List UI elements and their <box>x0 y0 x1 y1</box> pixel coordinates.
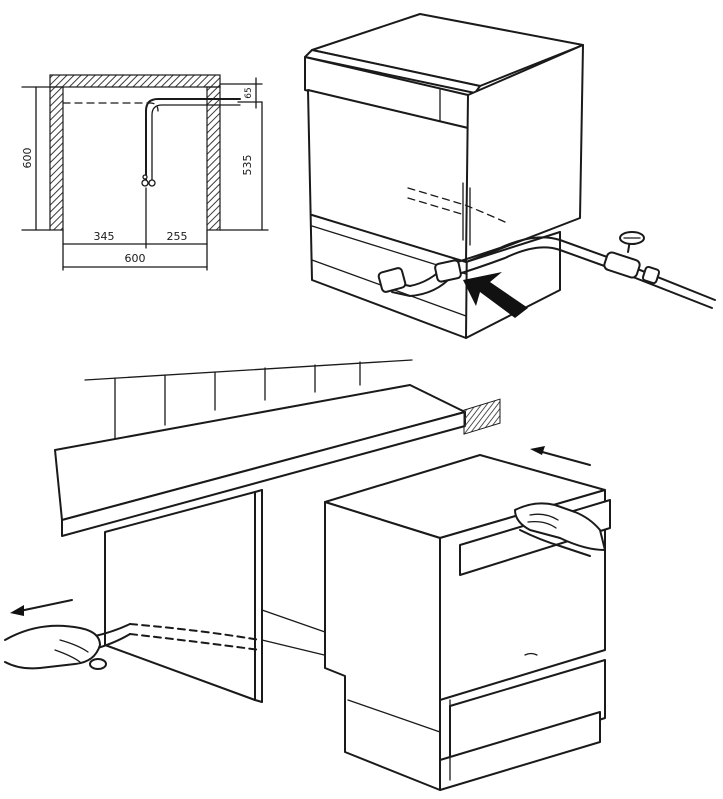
pipe-end-fitting <box>141 179 149 187</box>
water-tap-icon <box>603 231 661 285</box>
cabinet-side-left <box>104 491 256 701</box>
control-display <box>463 398 501 435</box>
niche-left-wall <box>49 86 64 231</box>
left-hose-fitting <box>377 267 407 293</box>
left-width-label: 345 <box>94 230 115 243</box>
niche-dimension-diagram: 600 65 535 345 255 600 <box>21 74 269 271</box>
dishwasher-side-panel <box>307 89 469 339</box>
niche-top-wall <box>49 74 221 88</box>
pull-arrow-icon <box>10 599 73 616</box>
installation-scene <box>4 359 611 791</box>
niche-dashed-pipe <box>62 102 159 112</box>
cabinet-height-label: 600 <box>21 148 34 169</box>
push-arrow-icon <box>530 446 591 466</box>
inlet-fitting <box>434 259 462 283</box>
inlet-hose <box>444 236 716 301</box>
dishwasher-plinth <box>439 711 601 791</box>
right-width-label: 255 <box>167 230 188 243</box>
dishwasher-left-side <box>324 501 441 791</box>
arrow-pointer-icon <box>463 272 528 318</box>
dishwasher-rear-view <box>304 13 716 339</box>
top-offset-label: 65 <box>244 87 254 98</box>
total-width-label: 600 <box>125 252 146 265</box>
wall-tiles <box>84 359 413 439</box>
pulled-hose <box>129 623 261 641</box>
niche-right-wall <box>206 86 221 231</box>
hand-pulling-hose <box>4 624 107 670</box>
niche-pipe <box>145 98 241 183</box>
hands-pushing-dishwasher <box>514 502 606 557</box>
pipe-height-label: 535 <box>241 155 254 176</box>
